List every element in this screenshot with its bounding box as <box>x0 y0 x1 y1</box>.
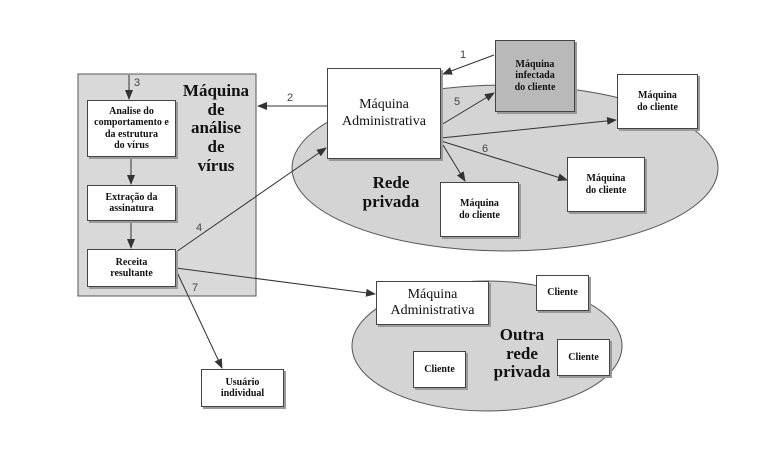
other-client-b: Cliente <box>413 351 466 388</box>
edge-label-4: 4 <box>196 222 203 234</box>
other-admin-machine: Máquina Administrativa <box>376 281 489 325</box>
edge-5 <box>440 92 495 126</box>
client-machine-b: Máquina do cliente <box>567 157 645 212</box>
edge-recipe-other-admin <box>175 267 376 297</box>
step-behavior-analysis: Analise do comportamento e da estrutura … <box>87 100 176 157</box>
admin-machine: Máquina Administrativa <box>327 68 441 159</box>
edge-label-6: 6 <box>482 143 489 155</box>
edge-label-2: 2 <box>287 92 294 104</box>
individual-user: Usuário individual <box>201 369 284 407</box>
client-machine-c: Máquina do cliente <box>440 182 519 237</box>
edge-label-7: 7 <box>192 282 199 294</box>
edge-6 <box>440 140 568 182</box>
other-client-a: Cliente <box>536 275 589 311</box>
infected-client-machine: Máquina infectada do cliente <box>495 40 575 112</box>
client-machine-a: Máquina do cliente <box>617 74 698 129</box>
edge-label-1: 1 <box>460 49 467 61</box>
step-signature-extraction: Extração da assinatura <box>87 185 176 221</box>
edge-admin-client-a <box>440 116 617 139</box>
edge-7 <box>175 269 223 369</box>
step-resulting-recipe: Receita resultante <box>87 249 176 287</box>
edge-label-5: 5 <box>454 96 461 108</box>
edge-admin-client-c <box>442 144 466 182</box>
other-network-label: Outra rede privada <box>493 325 551 382</box>
analysis-machine-title: Máquina de análise de vírus <box>182 81 250 175</box>
edge-label-3: 3 <box>134 77 141 89</box>
other-client-c: Cliente <box>557 339 610 376</box>
private-network-label: Rede privada <box>362 173 420 211</box>
edge-1 <box>442 54 495 75</box>
edge-4 <box>175 147 327 253</box>
